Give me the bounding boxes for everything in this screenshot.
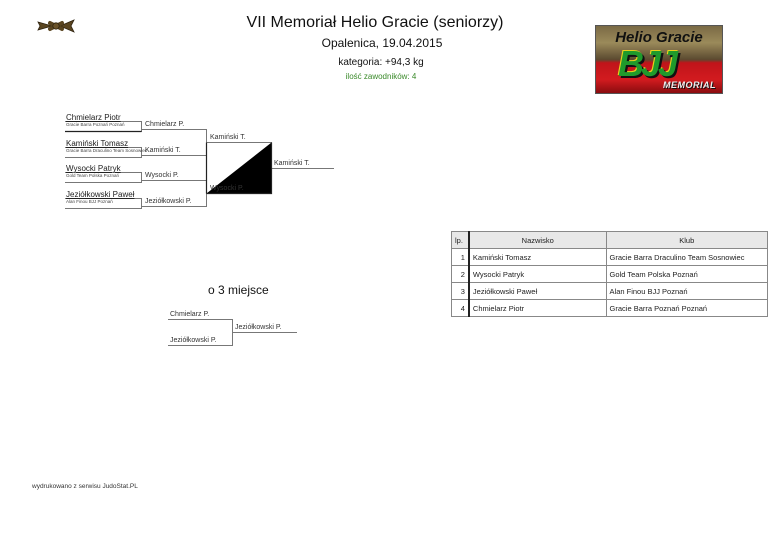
- r1-club-1: Gracie Barra Poznań Poznań: [66, 122, 125, 127]
- results-table: lp. Nazwisko Klub 1 Kamiński Tomasz Grac…: [450, 231, 768, 317]
- footer-credit: wydrukowano z serwisu JudoStat.PL: [32, 483, 138, 490]
- table-row: 1 Kamiński Tomasz Gracie Barra Draculino…: [450, 248, 768, 266]
- bronze-competitor-1: Chmielarz P.: [170, 311, 210, 318]
- r1-club-3: Gold Team Polska Poznań: [66, 173, 119, 178]
- row-lp: 2: [450, 265, 470, 283]
- r1-club-2: Gracie Barra Draculino Team Sosnowiec: [66, 148, 147, 153]
- table-row: 3 Jeziółkowski Paweł Alan Finou BJJ Pozn…: [450, 282, 768, 300]
- sf-name-1: Kamiński T.: [210, 134, 246, 141]
- r1-name-1[interactable]: Chmielarz Piotr: [66, 113, 121, 122]
- table-row: 2 Wysocki Patryk Gold Team Polska Poznań: [450, 265, 768, 283]
- results-header-row: lp. Nazwisko Klub: [450, 231, 768, 249]
- bronze-winner: Jeziółkowski P.: [235, 324, 282, 331]
- r1-name-3[interactable]: Wysocki Patryk: [66, 164, 121, 173]
- logo-memorial: MEMORIAL: [663, 80, 716, 90]
- category-text: kategoria: +94,3 kg: [338, 57, 424, 68]
- r2-name-2: Kamiński T.: [145, 147, 181, 154]
- header-lp: lp.: [450, 231, 470, 249]
- table-row: 4 Chmielarz Piotr Gracie Barra Poznań Po…: [450, 299, 768, 317]
- competitors-count: ilość zawodników: 4: [0, 72, 768, 81]
- r2-name-4: Jeziółkowski P.: [145, 198, 192, 205]
- r1-club-4: Alan Finou BJJ Poznań: [66, 199, 113, 204]
- r2-name-3: Wysocki P.: [145, 172, 179, 179]
- r1-name-4[interactable]: Jeziółkowski Paweł: [66, 190, 135, 199]
- row-club: Gracie Barra Poznań Poznań: [605, 299, 768, 317]
- logo-bjj: BJJ: [618, 43, 678, 84]
- bronze-title: o 3 miejsce: [208, 283, 269, 297]
- row-club: Alan Finou BJJ Poznań: [605, 282, 768, 300]
- row-name: Wysocki Patryk: [468, 265, 607, 283]
- count-text: ilość zawodników: 4: [345, 72, 417, 81]
- row-lp: 1: [450, 248, 470, 266]
- subtitle-text: Opalenica, 19.04.2015: [321, 36, 443, 50]
- r1-box-2: [65, 147, 142, 158]
- row-lp: 4: [450, 299, 470, 317]
- page-title: VII Memoriał Helio Gracie (seniorzy): [0, 14, 768, 32]
- row-name: Chmielarz Piotr: [468, 299, 607, 317]
- r1-name-2[interactable]: Kamiński Tomasz: [66, 139, 129, 148]
- title-text: VII Memoriał Helio Gracie (seniorzy): [246, 14, 504, 31]
- row-club: Gold Team Polska Poznań: [605, 265, 768, 283]
- row-lp: 3: [450, 282, 470, 300]
- r1-box-4: [65, 198, 142, 209]
- event-logo: Helio Gracie BJJ MEMORIAL: [595, 25, 723, 94]
- sf-name-2: Wysocki P.: [210, 185, 244, 192]
- header-club: Klub: [605, 231, 768, 249]
- category-label: kategoria: +94,3 kg: [0, 57, 768, 68]
- header-name: Nazwisko: [468, 231, 607, 249]
- r2-name-1: Chmielarz P.: [145, 121, 185, 128]
- event-subtitle: Opalenica, 19.04.2015: [0, 36, 768, 50]
- r1-box-3: [65, 172, 142, 183]
- row-club: Gracie Barra Draculino Team Sosnowiec: [605, 248, 768, 266]
- row-name: Jeziółkowski Paweł: [468, 282, 607, 300]
- logo-title: Helio Gracie: [615, 29, 703, 46]
- final-winner: Kamiński T.: [274, 160, 310, 167]
- row-name: Kamiński Tomasz: [468, 248, 607, 266]
- belt-icon: [37, 19, 75, 33]
- bronze-competitor-2: Jeziółkowski P.: [170, 337, 217, 344]
